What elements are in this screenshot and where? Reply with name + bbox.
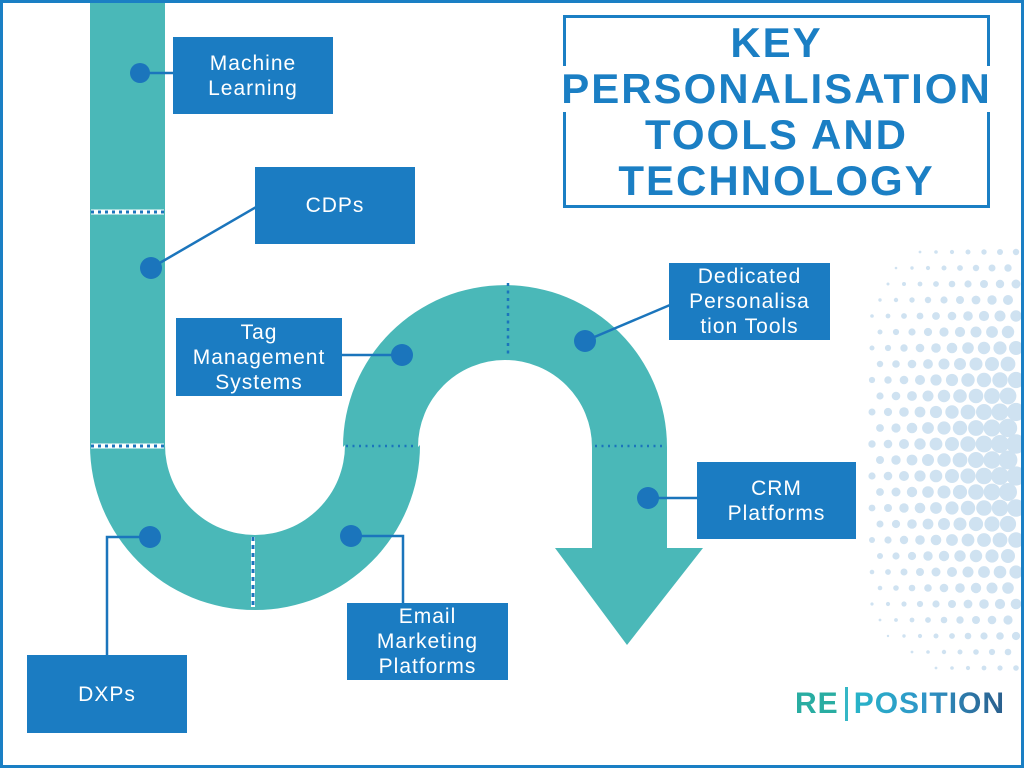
label-line: Platforms: [727, 501, 826, 525]
label-box-dxps: DXPs: [27, 655, 187, 733]
label-line: Dedicated: [697, 265, 802, 288]
connector-dot-cdps: [140, 257, 162, 279]
label-box-tag-management-systems: Tag Management Systems: [176, 318, 342, 396]
logo-position-text: POSITION: [853, 687, 1006, 720]
logo-separator-bar: [844, 687, 848, 721]
label-box-crm-platforms: CRM Platforms: [697, 462, 856, 539]
logo-re-text: RE: [795, 687, 839, 720]
label-line: DXPs: [78, 682, 136, 706]
reposition-logo: RE POSITION: [795, 684, 1005, 724]
label-line: Email: [398, 605, 457, 628]
connector-dot-email: [340, 525, 362, 547]
label-box-machine-learning: Machine Learning: [173, 37, 333, 114]
label-line: Management: [192, 345, 326, 369]
connector-line-dxps: [105, 535, 150, 656]
label-line: Platforms: [378, 655, 477, 678]
label-line: tion Tools: [700, 315, 799, 338]
label-line: CDPs: [305, 194, 365, 217]
connector-line-dedicated: [584, 303, 671, 343]
label-line: CRM: [751, 476, 802, 500]
connector-dot-machine-learning: [130, 63, 150, 83]
connector-dot-crm: [637, 487, 659, 509]
title-line: TOOLS AND: [640, 111, 912, 158]
journey-path: [90, 0, 703, 645]
label-box-cdps: CDPs: [255, 167, 415, 244]
connector-dot-dxps: [139, 526, 161, 548]
label-line: Personalisa: [689, 290, 810, 313]
label-box-dedicated-personalisation-tools: Dedicated Personalisa tion Tools: [669, 263, 830, 340]
connector-dot-tag-management: [391, 344, 413, 366]
connector-line-cdps: [150, 204, 259, 270]
label-line: Machine: [209, 51, 297, 75]
title-line: PERSONALISATION: [557, 65, 996, 112]
label-line: Marketing: [376, 630, 479, 653]
label-line: Systems: [215, 370, 303, 394]
label-line: Tag: [240, 320, 278, 344]
halftone-dots-decoration: [868, 248, 1024, 671]
label-box-email-marketing-platforms: Email Marketing Platforms: [347, 603, 508, 680]
title-box: KEY PERSONALISATION TOOLS AND TECHNOLOGY: [557, 15, 996, 208]
title-line: TECHNOLOGY: [614, 157, 939, 204]
title-line: KEY: [726, 19, 827, 66]
connector-line-email: [351, 534, 405, 604]
connector-dot-dedicated: [574, 330, 596, 352]
label-line: Learning: [208, 76, 298, 100]
